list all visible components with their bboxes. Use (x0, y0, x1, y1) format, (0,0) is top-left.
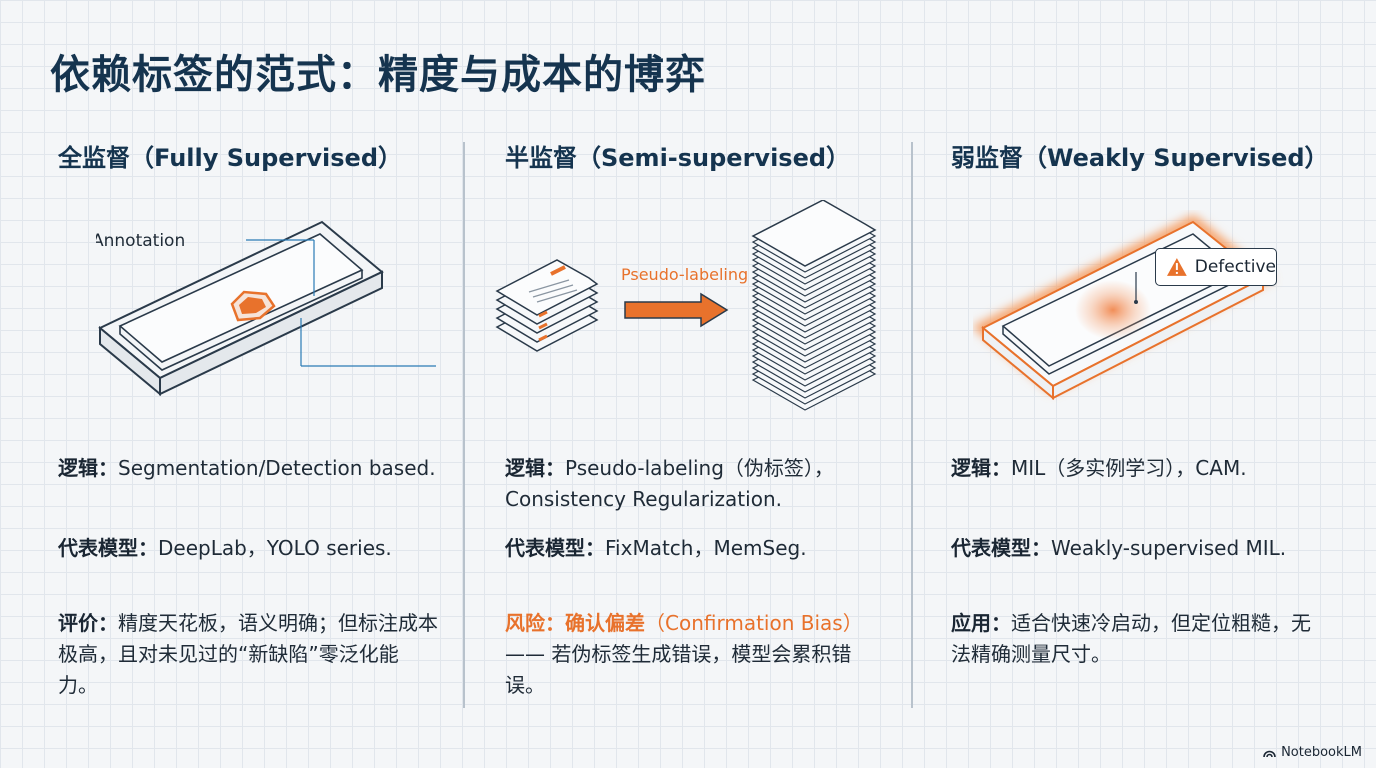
logic-value: Pseudo-labeling（伪标签），Consistency Regular… (505, 456, 834, 511)
column-semi-supervised: 半监督（Semi-supervised） Pseudo-labeling 逻辑：… (495, 0, 905, 768)
pseudo-labeling-label: Pseudo-labeling (621, 265, 748, 284)
logic-value: MIL（多实例学习），CAM. (1011, 456, 1247, 480)
logic-text: 逻辑：Segmentation/Detection based. (58, 453, 438, 484)
models-value: DeepLab，YOLO series. (158, 536, 392, 560)
column-divider-1 (463, 142, 465, 708)
models-text: 代表模型：Weakly-supervised MIL. (951, 533, 1331, 564)
pseudo-labeling-arrow (624, 292, 729, 328)
annotated-board-illustration: Annotation (96, 220, 436, 397)
risk-term: （Confirmation Bias） (645, 611, 863, 635)
risk-text: 风险：确认偏差（Confirmation Bias） —— 若伪标签生成错误，模型… (505, 608, 890, 701)
models-value: FixMatch，MemSeg. (605, 536, 807, 560)
models-text: 代表模型：FixMatch，MemSeg. (505, 533, 885, 564)
logic-value: Segmentation/Detection based. (118, 456, 436, 480)
models-label: 代表模型： (58, 536, 158, 560)
defective-label: Defective (1194, 257, 1276, 277)
brand-name: NotebookLM (1281, 745, 1362, 760)
logic-text: 逻辑：MIL（多实例学习），CAM. (951, 453, 1331, 484)
column-heading: 弱监督（Weakly Supervised） (951, 144, 1329, 172)
defective-badge: Defective (1155, 248, 1277, 286)
page-title: 依赖标签的范式：精度与成本的博弈 (50, 52, 706, 98)
application-text: 应用：适合快速冷启动，但定位粗糙，无法精确测量尺寸。 (951, 608, 1321, 670)
weak-label-board-illustration (973, 214, 1274, 401)
column-weakly-supervised: 弱监督（Weakly Supervised） Defective (951, 0, 1351, 768)
logic-label: 逻辑： (505, 456, 565, 480)
labeled-documents-stack (495, 259, 599, 352)
application-label: 应用： (951, 611, 1011, 635)
column-fully-supervised: 全监督（Fully Supervised） Annotation 逻辑：Segm… (58, 0, 458, 768)
column-divider-2 (911, 142, 913, 708)
models-value: Weakly-supervised MIL. (1051, 536, 1287, 560)
pseudo-labeling-illustration: Pseudo-labeling (495, 200, 877, 411)
annotation-label: Annotation (96, 231, 185, 251)
evaluation-label: 评价： (58, 611, 118, 635)
unlabeled-documents-stack (751, 200, 877, 411)
notebooklm-logo-icon (1263, 750, 1276, 757)
column-heading: 全监督（Fully Supervised） (58, 144, 403, 172)
logic-text: 逻辑：Pseudo-labeling（伪标签），Consistency Regu… (505, 453, 885, 515)
application-value: 适合快速冷启动，但定位粗糙，无法精确测量尺寸。 (951, 611, 1311, 666)
risk-label: 风险：确认偏差 (505, 611, 645, 635)
models-text: 代表模型：DeepLab，YOLO series. (58, 533, 438, 564)
models-label: 代表模型： (505, 536, 605, 560)
risk-detail: —— 若伪标签生成错误，模型会累积错误。 (505, 642, 852, 697)
evaluation-text: 评价：精度天花板，语义明确；但标注成本极高，且对未见过的“新缺陷”零泛化能力。 (58, 608, 438, 701)
warning-icon (1166, 258, 1187, 276)
logic-label: 逻辑： (951, 456, 1011, 480)
models-label: 代表模型： (951, 536, 1051, 560)
notebooklm-brand: NotebookLM (1263, 745, 1362, 760)
column-heading: 半监督（Semi-supervised） (505, 144, 851, 172)
logic-label: 逻辑： (58, 456, 118, 480)
evaluation-value: 精度天花板，语义明确；但标注成本极高，且对未见过的“新缺陷”零泛化能力。 (58, 611, 438, 697)
